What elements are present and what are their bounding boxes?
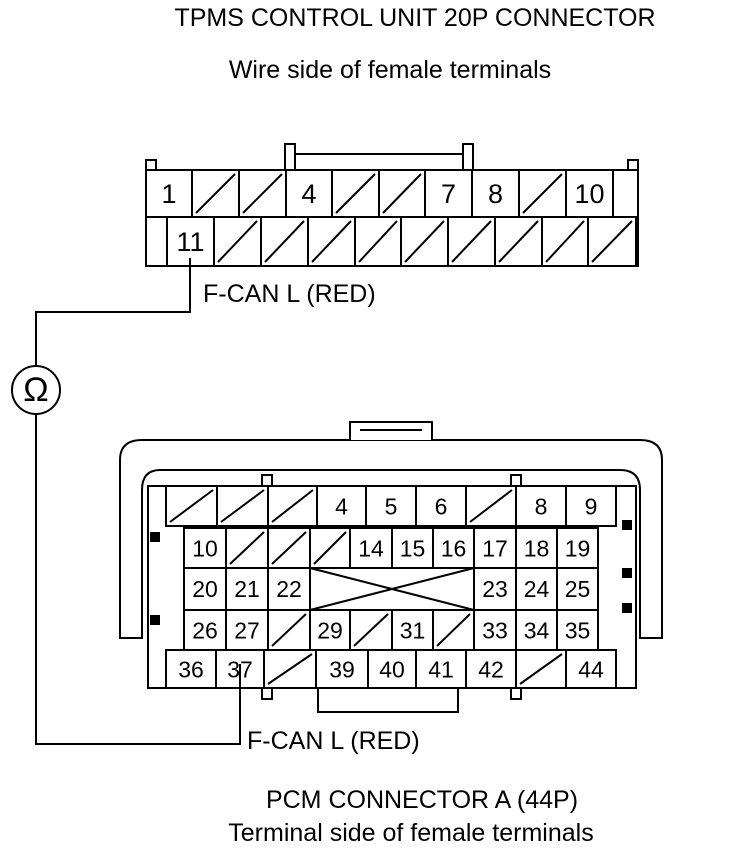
plugged-cavity bbox=[242, 173, 283, 214]
plugged-cavity bbox=[522, 173, 563, 214]
terminal-number: 40 bbox=[379, 656, 405, 682]
pcm-row5-cavity bbox=[565, 649, 617, 689]
pcm-row1-cavity bbox=[565, 485, 617, 527]
plugged-cavity bbox=[382, 173, 422, 214]
bottom-connector-title: PCM CONNECTOR A (44P) bbox=[265, 786, 579, 814]
terminal-number: 25 bbox=[565, 576, 591, 602]
wire-bottom bbox=[35, 414, 241, 745]
terminal-number: 22 bbox=[276, 576, 302, 602]
terminal-number: 44 bbox=[578, 656, 604, 682]
bottom-connector-subtitle: Terminal side of female terminals bbox=[228, 819, 594, 847]
plugged-cavity bbox=[545, 220, 585, 263]
terminal-number: 41 bbox=[428, 656, 454, 682]
plugged-cavity bbox=[217, 220, 258, 263]
wire-top bbox=[35, 258, 191, 366]
top-row2-cavity bbox=[587, 216, 637, 267]
terminal-number: 23 bbox=[482, 576, 508, 602]
terminal-number: 42 bbox=[478, 656, 504, 682]
terminal-number: 1 bbox=[161, 179, 176, 209]
terminal-number: 8 bbox=[535, 493, 548, 519]
plugged-cavity bbox=[469, 489, 513, 523]
plugged-cavity bbox=[519, 653, 563, 685]
bottom-wire-label: F-CAN L (RED) bbox=[247, 727, 420, 755]
terminal-number: 9 bbox=[585, 493, 598, 519]
plugged-cavity bbox=[271, 613, 307, 647]
terminal-number: 31 bbox=[400, 617, 426, 643]
terminal-number: 4 bbox=[301, 179, 316, 209]
plugged-cavity bbox=[353, 613, 389, 647]
terminal-number: 17 bbox=[482, 535, 508, 561]
top-connector-title: TPMS CONTROL UNIT 20P CONNECTOR bbox=[174, 4, 656, 32]
terminal-number: 29 bbox=[317, 617, 343, 643]
blocked-cross bbox=[309, 567, 475, 611]
terminal-number: 26 bbox=[192, 617, 218, 643]
plugged-cavity bbox=[169, 489, 214, 523]
terminal-number: 16 bbox=[441, 535, 467, 561]
plugged-cavity bbox=[271, 489, 314, 523]
terminal-number: 36 bbox=[178, 656, 204, 682]
terminal-number: 14 bbox=[358, 535, 384, 561]
terminal-number: 34 bbox=[524, 617, 550, 643]
plugged-cavity bbox=[220, 489, 265, 523]
plugged-cavity bbox=[264, 220, 305, 263]
ohm-symbol: Ω bbox=[23, 371, 48, 409]
terminal-number: 4 bbox=[335, 493, 348, 519]
plugged-cavity bbox=[498, 220, 539, 263]
bottom-connector-shell bbox=[119, 439, 663, 639]
terminal-number: 18 bbox=[524, 535, 550, 561]
terminal-number: 19 bbox=[565, 535, 591, 561]
terminal-number: 7 bbox=[441, 179, 456, 209]
plugged-cavity bbox=[267, 653, 313, 685]
plugged-cavity bbox=[436, 613, 471, 647]
plugged-cavity bbox=[271, 531, 307, 565]
terminal-number: 39 bbox=[329, 656, 355, 682]
terminal-number: 10 bbox=[192, 535, 218, 561]
top-connector-subtitle: Wire side of female terminals bbox=[228, 56, 552, 84]
terminal-number: 8 bbox=[488, 179, 503, 209]
plugged-cavity bbox=[591, 220, 633, 263]
plugged-cavity bbox=[404, 220, 445, 263]
terminal-number: 15 bbox=[400, 535, 426, 561]
plugged-cavity bbox=[335, 173, 376, 214]
plugged-cavity bbox=[358, 220, 398, 263]
terminal-number: 24 bbox=[524, 576, 550, 602]
plugged-cavity bbox=[229, 531, 265, 565]
terminal-number: 11 bbox=[176, 227, 204, 257]
terminal-number: 37 bbox=[227, 656, 253, 682]
plugged-cavity bbox=[195, 173, 236, 214]
terminal-number: 6 bbox=[435, 493, 448, 519]
plugged-cavity bbox=[451, 220, 492, 263]
terminal-number: 27 bbox=[234, 617, 260, 643]
terminal-number: 33 bbox=[482, 617, 508, 643]
plugged-cavity bbox=[311, 220, 352, 263]
plugged-cavity bbox=[313, 531, 347, 565]
terminal-number: 10 bbox=[574, 179, 604, 209]
terminal-number: 20 bbox=[192, 576, 218, 602]
terminal-number: 35 bbox=[565, 617, 591, 643]
terminal-number: 21 bbox=[234, 576, 260, 602]
terminal-number: 5 bbox=[385, 493, 398, 519]
top-wire-label: F-CAN L (RED) bbox=[203, 280, 376, 308]
